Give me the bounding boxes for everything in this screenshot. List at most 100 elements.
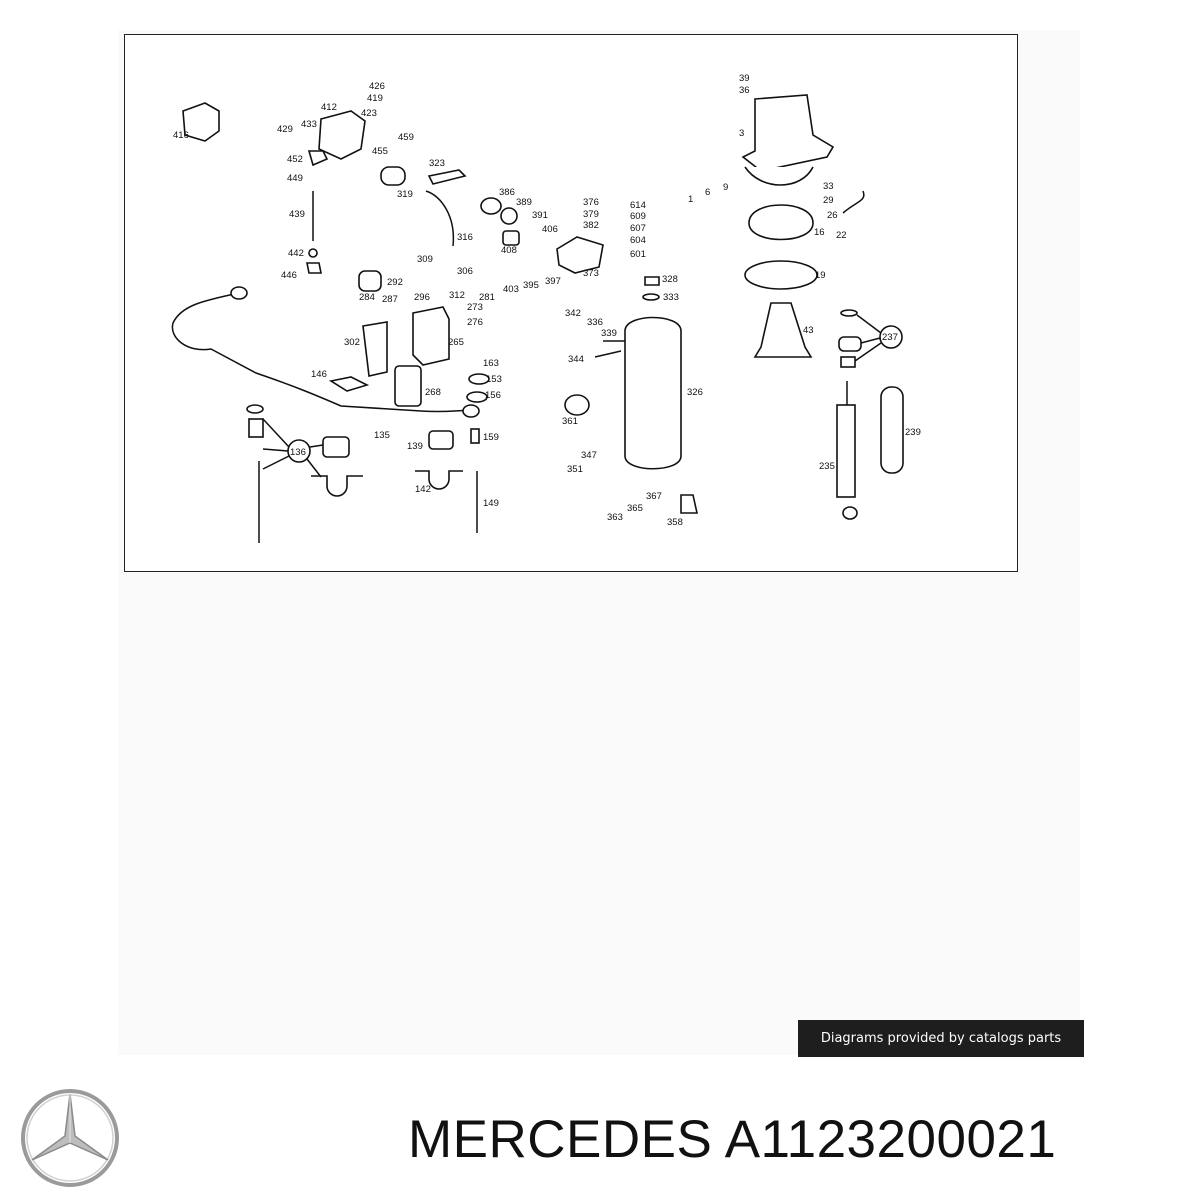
callout-452: 452 (287, 154, 303, 165)
valve-373 (556, 236, 604, 274)
callout-136: 136 (290, 447, 306, 458)
callout-265: 265 (448, 337, 464, 348)
mercedes-star-icon (21, 1089, 119, 1187)
clamp-142 (415, 470, 463, 490)
bushing-319 (380, 166, 406, 186)
callout-419: 419 (367, 93, 383, 104)
eye-left (230, 286, 248, 300)
leader-237b (860, 337, 881, 344)
callout-36: 36 (739, 85, 750, 96)
pump-265 (412, 306, 450, 366)
callout-406: 406 (542, 224, 558, 235)
sleeve-239 (880, 386, 904, 474)
callout-395: 395 (523, 280, 539, 291)
callout-135: 135 (374, 430, 390, 441)
bushing-237 (838, 336, 862, 352)
callout-268: 268 (425, 387, 441, 398)
callout-328: 328 (662, 274, 678, 285)
callout-309: 309 (417, 254, 433, 265)
callout-43: 43 (803, 325, 814, 336)
callout-426: 426 (369, 81, 385, 92)
hose-26 (842, 190, 865, 214)
callout-316: 316 (457, 232, 473, 243)
washer-237a (840, 309, 858, 317)
leader-136e (306, 458, 322, 478)
callout-6: 6 (705, 187, 710, 198)
bellows-base-3 (744, 166, 814, 186)
washer-top-136 (246, 404, 264, 414)
callout-442: 442 (288, 248, 304, 259)
pipe-316 (425, 190, 455, 247)
valve-412 (318, 110, 366, 160)
clip-323 (427, 169, 467, 185)
callout-342: 342 (565, 308, 581, 319)
callout-156: 156 (485, 390, 501, 401)
callout-16: 16 (814, 227, 825, 238)
valve-416 (182, 102, 220, 142)
callout-circle-237 (879, 325, 903, 349)
callout-391: 391 (532, 210, 548, 221)
callout-459: 459 (398, 132, 414, 143)
callout-302: 302 (344, 337, 360, 348)
callout-446: 446 (281, 270, 297, 281)
callout-397: 397 (545, 276, 561, 287)
nut-442 (308, 248, 318, 258)
callout-29: 29 (823, 195, 834, 206)
callout-449: 449 (287, 173, 303, 184)
callout-429: 429 (277, 124, 293, 135)
washer-153 (468, 373, 490, 385)
bushing-284 (358, 270, 382, 292)
strut-top-3 (741, 94, 835, 172)
spacer-159 (470, 428, 480, 444)
callout-609: 609 (630, 211, 646, 222)
leader-136d (309, 444, 324, 448)
ring-19 (744, 260, 818, 290)
callout-351: 351 (567, 464, 583, 475)
callout-235: 235 (819, 461, 835, 472)
callout-455: 455 (372, 146, 388, 157)
callout-287: 287 (382, 294, 398, 305)
callout-239: 239 (905, 427, 921, 438)
callout-1: 1 (688, 194, 693, 205)
leader-136b (262, 448, 289, 452)
part-number: A1123200021 (724, 1110, 1057, 1169)
cap-361 (564, 394, 590, 416)
callout-26: 26 (827, 210, 838, 221)
bushing-139 (428, 430, 454, 450)
callout-237: 237 (882, 332, 898, 343)
callout-319: 319 (397, 189, 413, 200)
callout-276: 276 (467, 317, 483, 328)
callout-423: 423 (361, 108, 377, 119)
callout-159: 159 (483, 432, 499, 443)
part-shapes (171, 94, 904, 543)
callout-379: 379 (583, 209, 599, 220)
callout-39: 39 (739, 73, 750, 84)
callout-296: 296 (414, 292, 430, 303)
sensor-358 (680, 494, 698, 514)
callout-33: 33 (823, 181, 834, 192)
callout-433: 433 (301, 119, 317, 130)
plug-328 (644, 276, 660, 286)
leader-237c (854, 342, 882, 362)
callout-607: 607 (630, 223, 646, 234)
callout-361: 361 (562, 416, 578, 427)
callout-386: 386 (499, 187, 515, 198)
callout-408: 408 (501, 245, 517, 256)
clamp-136 (311, 475, 363, 497)
callout-273: 273 (467, 302, 483, 313)
shock-235 (836, 404, 856, 498)
diagram-credit-badge: Diagrams provided by catalogs parts (798, 1020, 1084, 1057)
spacer-237 (840, 356, 856, 368)
callout-142: 142 (415, 484, 431, 495)
callout-326: 326 (687, 387, 703, 398)
leader-136a (262, 418, 290, 448)
callout-22: 22 (836, 230, 847, 241)
brand-name: MERCEDES (408, 1110, 713, 1169)
callout-373: 373 (583, 268, 599, 279)
callout-439: 439 (289, 209, 305, 220)
leader-136c (262, 455, 290, 470)
callout-412: 412 (321, 102, 337, 113)
callout-333: 333 (663, 292, 679, 303)
callout-149: 149 (483, 498, 499, 509)
cover-43 (753, 302, 813, 358)
